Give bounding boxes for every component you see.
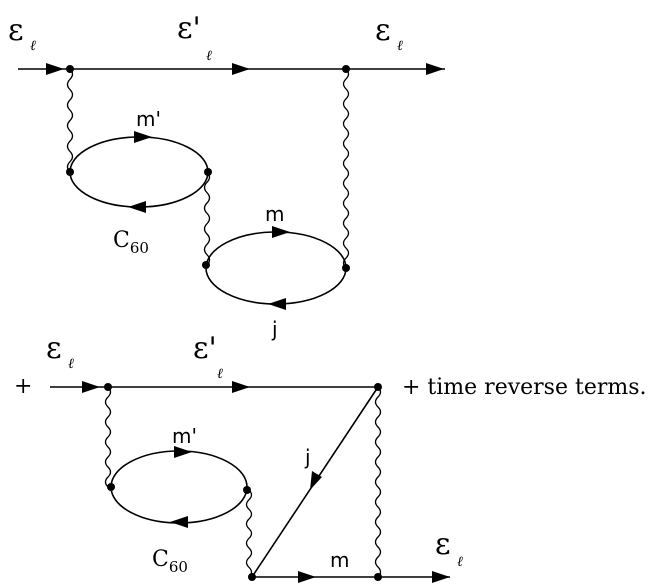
top-loop2-arrow-lower: [268, 298, 286, 310]
top-loop1-arrow-upper: [134, 131, 152, 143]
top-loop2-top-label: m: [265, 202, 284, 226]
top-wavy-left: [66, 68, 74, 173]
top-vertex-2: [342, 65, 350, 73]
top-arrow-2: [232, 63, 250, 75]
bottom-wavy-right: [374, 386, 382, 578]
bottom-diagram: + ε ℓ ε' ℓ ε ℓ m' j m: [14, 331, 647, 583]
bottom-molecule-label: C60: [152, 547, 188, 576]
bottom-wavy-middle: [245, 489, 253, 578]
bottom-vertex-6: [374, 573, 382, 581]
bottom-wavy-left: [104, 386, 112, 488]
top-arrow-1: [46, 63, 64, 75]
bottom-middle-sub: ℓ: [217, 366, 223, 382]
bottom-vertex-3: [107, 483, 115, 491]
bottom-vertex-1: [104, 383, 112, 391]
top-diagram: ε ℓ ε' ℓ ε ℓ m' m j C60: [8, 11, 445, 341]
bottom-right-sub: ℓ: [457, 554, 463, 570]
top-loop-1: [69, 136, 209, 208]
top-middle-epsilon: ε': [177, 11, 201, 46]
bottom-arrow-3: [298, 571, 316, 583]
top-left-sub: ℓ: [30, 38, 36, 54]
bottom-loop-arrow-upper: [174, 446, 192, 458]
top-vertex-3: [66, 168, 74, 176]
top-arrow-3: [426, 63, 444, 75]
top-loop2-bottom-label: j: [271, 317, 278, 341]
bottom-arrow-4: [432, 571, 450, 583]
top-loop-2: [205, 231, 347, 305]
top-loop1-label: m': [136, 107, 161, 131]
top-vertex-1: [66, 65, 74, 73]
bottom-vertex-4: [243, 486, 251, 494]
bottom-arrow-2: [232, 381, 250, 393]
time-reverse-text: + time reverse terms.: [402, 375, 647, 400]
bottom-loop-label: m': [172, 424, 197, 448]
bottom-middle-epsilon: ε': [193, 331, 217, 366]
bottom-plus: +: [14, 374, 32, 399]
top-wavy-middle: [203, 171, 211, 266]
bottom-bottom-label: m: [330, 548, 349, 572]
top-right-sub: ℓ: [397, 38, 403, 54]
top-molecule-label: C60: [113, 228, 149, 257]
bottom-vertex-5: [248, 573, 256, 581]
bottom-left-sub: ℓ: [68, 356, 74, 372]
bottom-right-epsilon: ε: [435, 527, 451, 562]
bottom-arrow-1: [82, 381, 100, 393]
top-vertex-5: [202, 261, 210, 269]
bottom-loop-arrow-lower: [170, 516, 188, 528]
top-loop2-arrow-upper: [272, 226, 290, 238]
bottom-diagonal-arrow: [310, 471, 322, 490]
bottom-vertex-2: [374, 383, 382, 391]
top-vertex-6: [342, 264, 350, 272]
bottom-diagonal-label: j: [304, 445, 311, 469]
top-vertex-4: [204, 168, 212, 176]
top-wavy-right: [342, 68, 350, 269]
bottom-loop: [110, 450, 248, 524]
top-right-epsilon: ε: [375, 13, 391, 48]
top-loop1-arrow-lower: [128, 201, 146, 213]
top-middle-sub: ℓ: [206, 48, 212, 64]
bottom-left-epsilon: ε: [46, 331, 62, 366]
top-left-epsilon: ε: [8, 13, 24, 48]
